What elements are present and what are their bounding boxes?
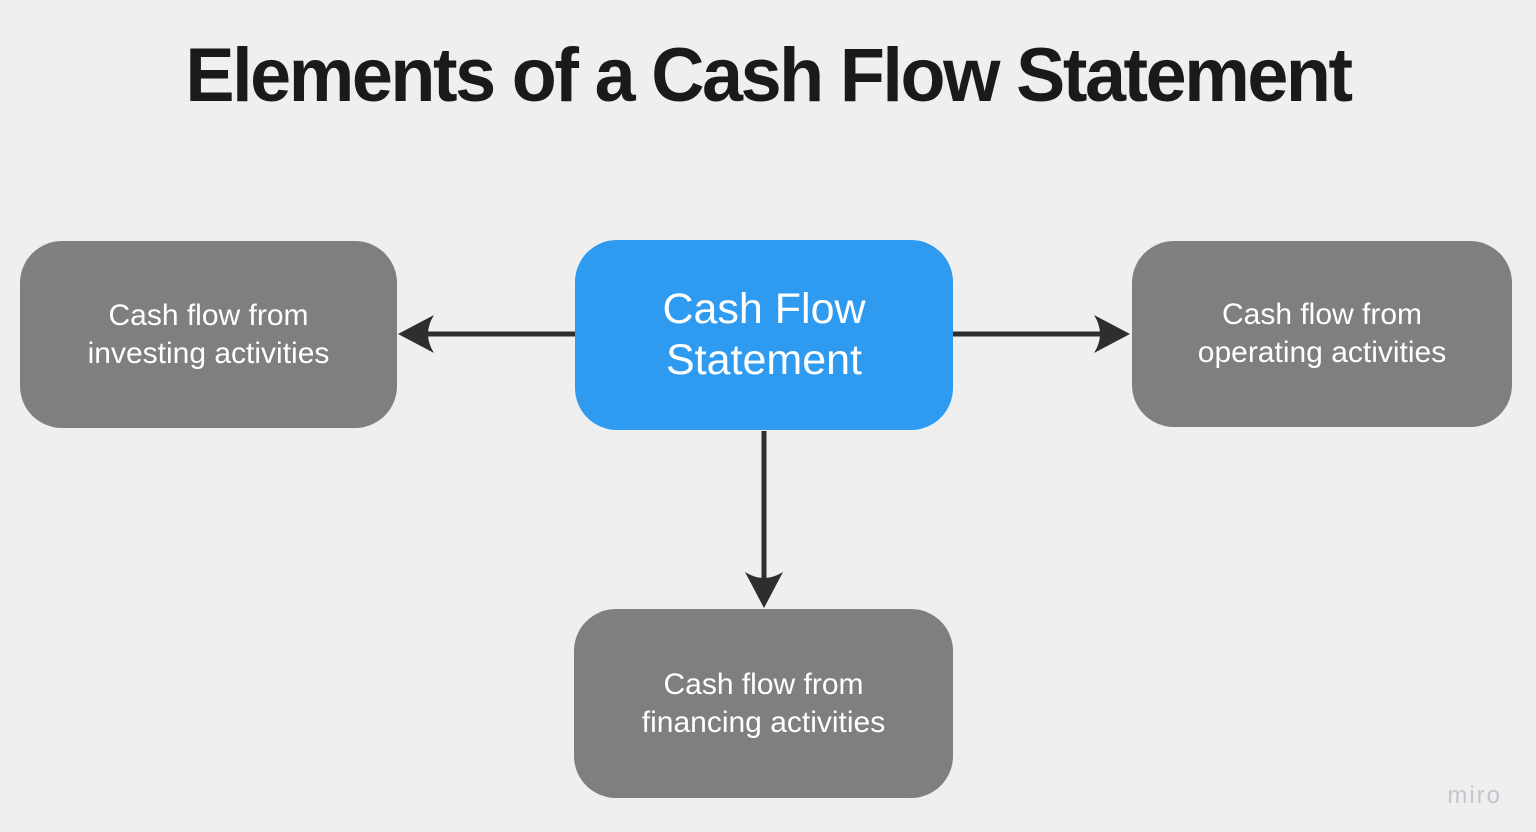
node-financing-activities[interactable]: Cash flow from financing activities: [574, 609, 953, 798]
node-label-line: operating activities: [1197, 336, 1447, 369]
node-label-line: Cash flow from: [108, 298, 309, 332]
node-operating-activities[interactable]: Cash flow from operating activities: [1132, 241, 1512, 427]
node-cash-flow-statement[interactable]: Cash Flow Statement: [575, 240, 953, 430]
arrow-center-to-operating[interactable]: [953, 315, 1130, 353]
arrowhead-right-icon: [1094, 315, 1130, 353]
miro-watermark: miro: [1447, 782, 1502, 809]
page-title: Elements of a Cash Flow Statement: [185, 33, 1353, 118]
node-label-line: Statement: [666, 336, 862, 384]
node-label-line: Cash flow from: [1221, 298, 1423, 331]
arrowhead-down-icon: [745, 572, 783, 608]
arrow-center-to-financing[interactable]: [745, 431, 783, 608]
arrowhead-left-icon: [398, 315, 434, 353]
arrow-center-to-investing[interactable]: [398, 315, 575, 353]
node-label-line: financing activities: [641, 705, 886, 739]
node-investing-activities[interactable]: Cash flow from investing activities: [20, 241, 397, 428]
node-label-line: Cash flow from: [663, 667, 864, 701]
node-label-line: Cash Flow: [662, 285, 866, 333]
node-label-line: investing activities: [87, 336, 330, 370]
